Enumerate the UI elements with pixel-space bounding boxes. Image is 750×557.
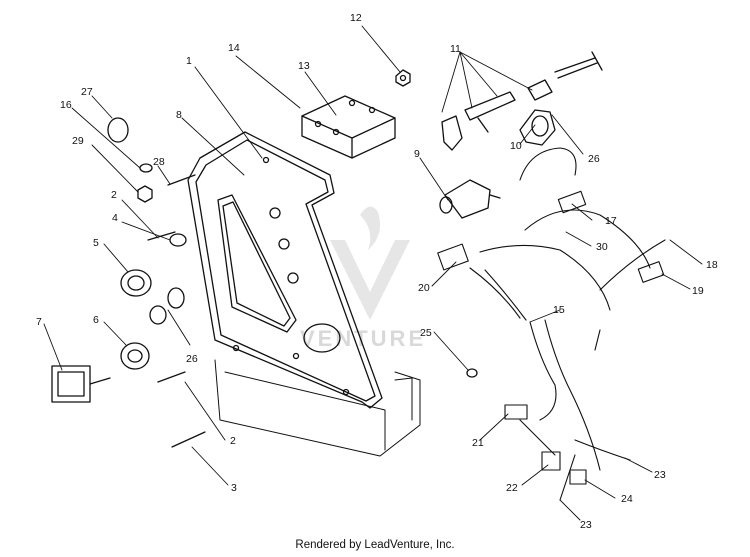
nut-29: [137, 185, 153, 203]
dash-panel: [187, 131, 383, 409]
callout-23-upper: 23: [654, 469, 666, 481]
callout-10: 10: [510, 140, 522, 152]
callout-19: 19: [692, 285, 704, 297]
console-base: [214, 359, 421, 457]
callout-16: 16: [60, 99, 72, 111]
callout-labels: 1 2 2 3 4 5 6 7 8 9 10 11 12 13 14 15 16…: [36, 12, 718, 531]
callout-7: 7: [36, 316, 42, 328]
callout-5: 5: [93, 237, 99, 249]
callout-13: 13: [298, 60, 310, 72]
nut-12: [395, 69, 411, 87]
callout-29: 29: [72, 135, 84, 147]
callout-1: 1: [186, 55, 192, 67]
washer-16: [139, 163, 153, 173]
watermark-text: VENTURE: [300, 326, 426, 351]
callout-14: 14: [228, 42, 240, 54]
callout-18: 18: [706, 259, 718, 271]
bracket-13: [301, 95, 396, 159]
callout-15: 15: [553, 304, 565, 316]
ignition-9: [439, 179, 501, 219]
callout-6: 6: [93, 314, 99, 326]
callout-3: 3: [231, 482, 237, 494]
washer-25: [466, 368, 478, 378]
bolt-3: [171, 431, 206, 448]
callout-17: 17: [605, 215, 617, 227]
callout-2-upper: 2: [111, 189, 117, 201]
callout-27: 27: [81, 86, 93, 98]
callout-22: 22: [506, 482, 518, 494]
watermark: VENTURE: [300, 206, 426, 351]
callout-9: 9: [414, 148, 420, 160]
callout-26-right: 26: [588, 153, 600, 165]
callout-23-lower: 23: [580, 519, 592, 531]
callout-30: 30: [596, 241, 608, 253]
nut-6: [120, 342, 150, 370]
callout-24: 24: [621, 493, 633, 505]
screw-28: [167, 174, 196, 186]
callout-25: 25: [420, 327, 432, 339]
callout-21: 21: [472, 437, 484, 449]
left-hardware: [51, 117, 478, 448]
leader-lines: [43, 25, 703, 521]
bolt-2-lower: [157, 371, 186, 383]
callout-28: 28: [153, 156, 165, 168]
footer-credit: Rendered by LeadVenture, Inc.: [295, 539, 455, 551]
washer-4: [169, 233, 187, 247]
callout-12: 12: [350, 12, 362, 24]
callout-4: 4: [112, 212, 118, 224]
callout-2-lower: 2: [230, 435, 236, 447]
switch-assembly-11: [441, 51, 603, 151]
toggle-switch-26: [519, 109, 556, 146]
ring-27: [107, 117, 129, 143]
callout-26-left: 26: [186, 353, 198, 365]
callout-8: 8: [176, 109, 182, 121]
callout-11: 11: [450, 43, 461, 55]
nut-5: [120, 269, 152, 297]
callout-20: 20: [418, 282, 430, 294]
